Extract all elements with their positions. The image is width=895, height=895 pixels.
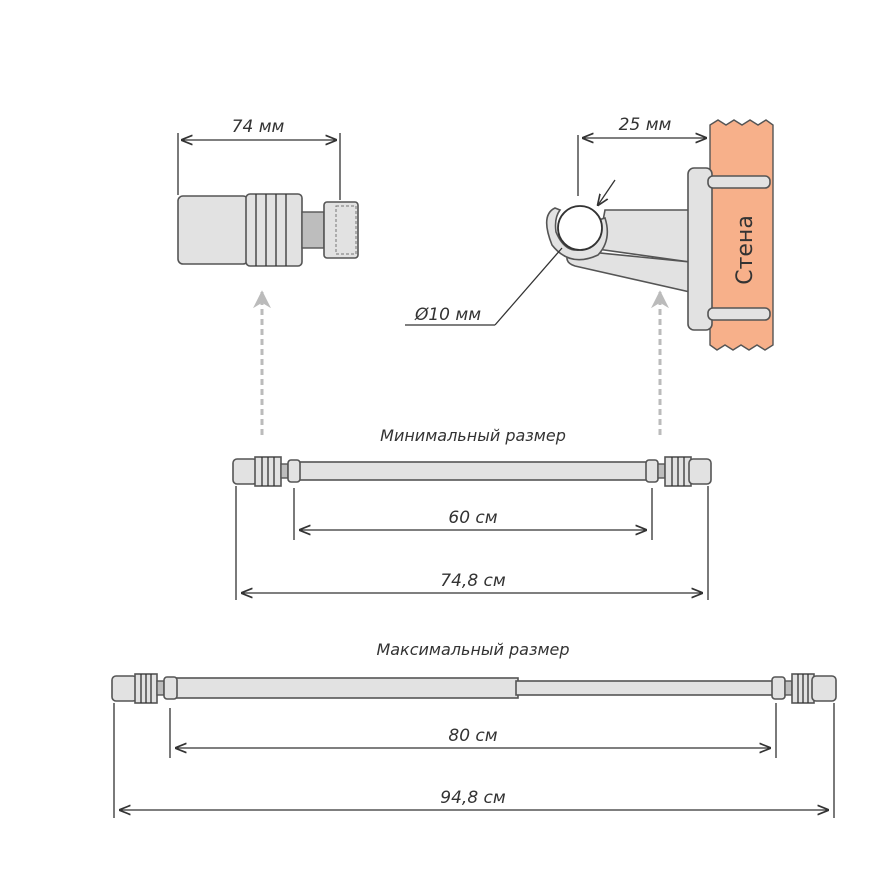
max-size-title: Максимальный размер (376, 640, 569, 659)
max-size-rod: Максимальный размер 80 см 94,8 см (111, 640, 837, 818)
wall-label: Стена (733, 215, 758, 285)
min-inner-label: 60 см (448, 508, 497, 528)
min-size-title: Минимальный размер (380, 426, 566, 445)
max-outer-label: 94,8 см (440, 788, 506, 808)
finial-width-label: 74 мм (232, 117, 285, 137)
offset-label: 25 мм (619, 115, 672, 135)
min-outer-label: 74,8 см (440, 571, 506, 591)
finial-drawing: 74 мм (177, 117, 359, 267)
min-size-rod: Минимальный размер 60 см 74,8 см (232, 426, 712, 600)
diameter-label: Ø10 мм (414, 305, 481, 325)
rod-cross-section (557, 205, 603, 251)
bracket-drawing: Стена 25 мм Ø10 мм (405, 115, 774, 351)
max-inner-label: 80 см (448, 726, 497, 746)
